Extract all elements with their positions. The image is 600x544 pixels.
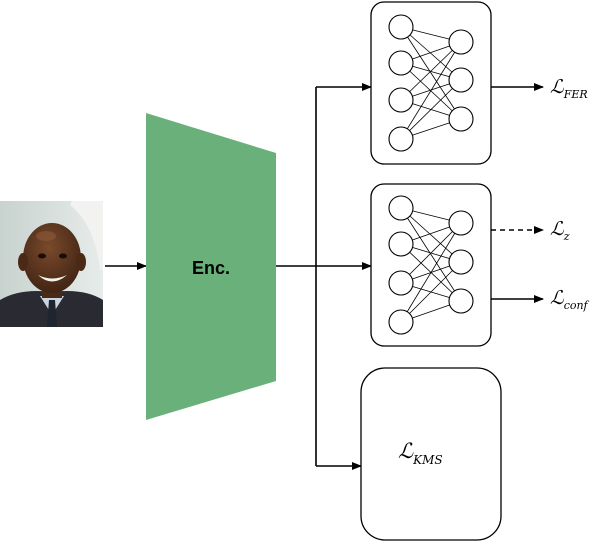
encoder-output-connectors xyxy=(276,83,372,470)
network-edge xyxy=(400,79,462,140)
input-neuron xyxy=(388,195,414,221)
loss-kms-symbol: ℒ xyxy=(398,439,414,463)
network-edge xyxy=(400,26,462,81)
output-neuron xyxy=(448,29,474,55)
loss-z-label: ℒz xyxy=(550,218,570,243)
fer-network-nodes xyxy=(388,14,474,152)
second-network-nodes xyxy=(388,195,474,335)
input-neuron xyxy=(388,50,414,76)
loss-kms-label: ℒKMS xyxy=(398,439,443,467)
second-network-head xyxy=(370,183,492,347)
input-neuron xyxy=(388,231,414,257)
loss-z-symbol: ℒ xyxy=(550,218,565,240)
network-edge xyxy=(400,207,462,263)
loss-fer-label: ℒFER xyxy=(550,76,588,101)
output-neuron xyxy=(448,67,474,93)
encoder-label: Enc. xyxy=(192,258,230,278)
output-neuron xyxy=(448,249,474,275)
network-edge xyxy=(400,41,462,101)
fer-network-head xyxy=(370,1,492,165)
network-edge xyxy=(400,41,462,140)
input-neuron xyxy=(388,14,414,40)
kms-head: ℒKMS xyxy=(360,367,502,541)
input-face-image xyxy=(0,201,103,327)
loss-kms-subscript: KMS xyxy=(412,453,442,467)
network-edge xyxy=(400,222,462,284)
output-neuron xyxy=(448,210,474,236)
input-neuron xyxy=(388,126,414,152)
output-neuron xyxy=(448,288,474,314)
input-neuron xyxy=(388,87,414,113)
input-neuron xyxy=(388,309,414,335)
loss-fer-symbol: ℒ xyxy=(550,76,565,98)
input-neuron xyxy=(388,270,414,296)
loss-z-subscript: z xyxy=(563,230,570,243)
loss-conf-subscript: conf xyxy=(564,299,590,312)
network-edge xyxy=(400,222,462,323)
loss-conf-label: ℒconf xyxy=(550,287,590,312)
loss-fer-subscript: FER xyxy=(563,88,588,101)
encoder-block xyxy=(146,113,276,420)
output-neuron xyxy=(448,106,474,132)
network-edge xyxy=(400,207,462,302)
loss-conf-symbol: ℒ xyxy=(550,287,565,309)
network-edge xyxy=(400,26,462,120)
network-edge xyxy=(400,261,462,323)
